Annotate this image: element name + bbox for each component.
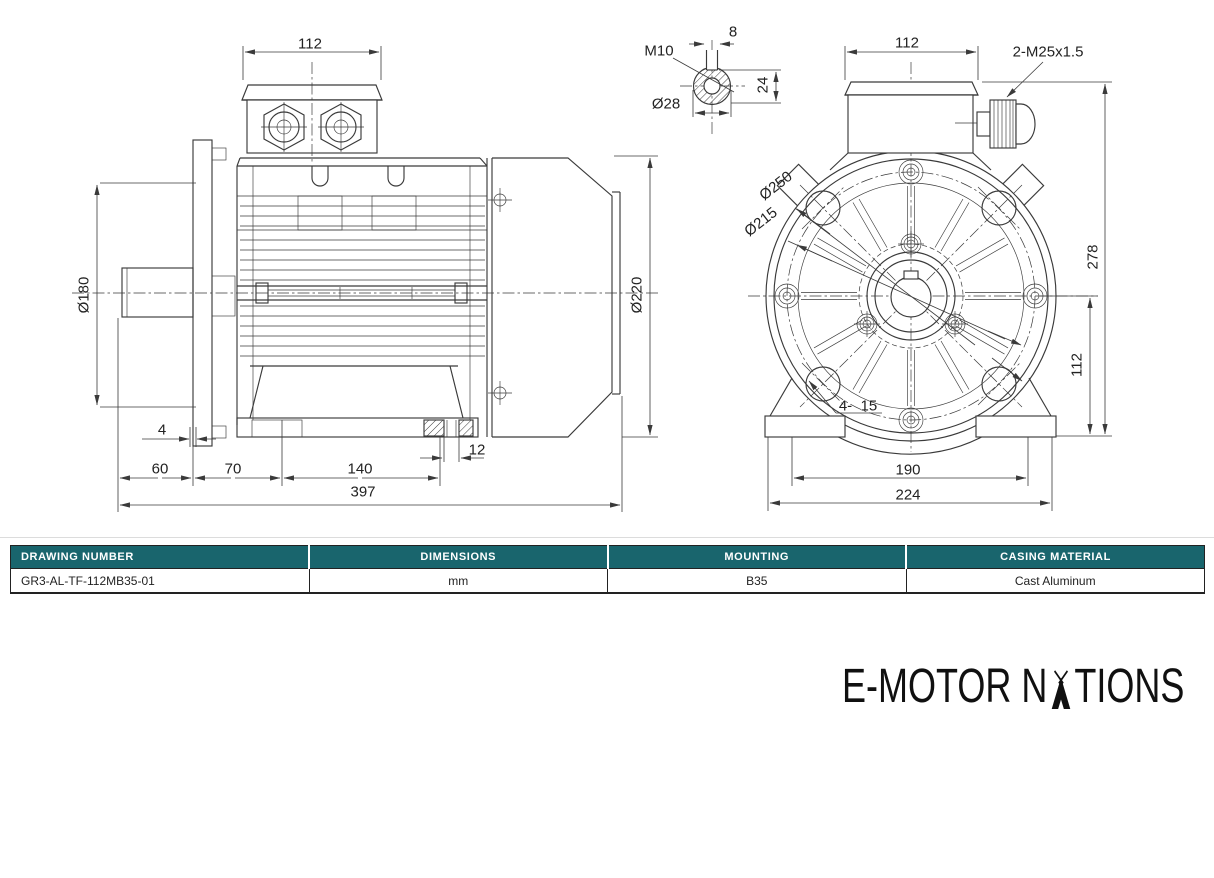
header-drawing-number: DRAWING NUMBER — [10, 545, 310, 569]
dim-flange-holes: 4- 15 — [838, 397, 878, 415]
logo-text-after: TIONS — [1074, 660, 1185, 713]
spec-table: DRAWING NUMBER DIMENSIONS MOUNTING CASIN… — [10, 545, 1205, 594]
front-view — [748, 46, 1112, 511]
tent-icon — [1051, 670, 1071, 710]
dim-flange-dia: Ø180 — [75, 276, 93, 314]
logo-text-before: E-MOTOR N — [842, 660, 1048, 713]
dim-cable-gland: 2-M25x1.5 — [1012, 43, 1084, 61]
motor-technical-drawing — [72, 40, 1112, 512]
value-dimensions: mm — [308, 568, 608, 594]
dim-box-width-side: 112 — [298, 35, 322, 53]
header-casing-material: CASING MATERIAL — [905, 545, 1205, 569]
value-casing-material: Cast Aluminum — [905, 568, 1205, 594]
dim-flange-thickness: 4 — [157, 421, 167, 439]
cable-gland-icon — [976, 99, 1036, 149]
hub-screw-icon — [854, 231, 968, 337]
dim-foot-length: 140 — [347, 460, 373, 478]
dim-key-width: 8 — [728, 23, 738, 41]
dim-fan-cover-dia: Ø220 — [628, 276, 646, 314]
dim-thread: M10 — [644, 42, 674, 60]
side-view — [72, 46, 660, 512]
divider — [0, 537, 1214, 538]
value-drawing-number: GR3-AL-TF-112MB35-01 — [10, 568, 310, 594]
shaft-end-detail — [672, 40, 781, 135]
dim-shaft-dia: Ø28 — [651, 95, 681, 113]
fan-cover-ribs — [801, 186, 1021, 406]
dim-flange-to-body: 70 — [224, 460, 242, 478]
spec-value-row: GR3-AL-TF-112MB35-01 mm B35 Cast Aluminu… — [10, 568, 1205, 594]
value-mounting: B35 — [607, 568, 907, 594]
side-view-dimensions — [94, 46, 658, 512]
cable-entry-icon — [261, 102, 364, 152]
dim-foot-hole-span: 190 — [895, 461, 921, 479]
dim-key-height: 24 — [754, 76, 772, 94]
dim-foot-hole: 12 — [468, 441, 486, 459]
cover-screw-icon — [488, 188, 512, 405]
brand-logo: E-MOTOR N TIONS — [842, 663, 1184, 711]
dim-total-length: 397 — [350, 483, 376, 501]
dim-foot-width: 224 — [895, 486, 921, 504]
flange-hole-icon — [801, 186, 1021, 406]
flange-screw-icon — [774, 159, 1048, 433]
spec-header-row: DRAWING NUMBER DIMENSIONS MOUNTING CASIN… — [10, 545, 1205, 569]
header-mounting: MOUNTING — [606, 545, 907, 569]
front-view-dimensions — [767, 46, 1112, 511]
dim-total-height: 278 — [1084, 244, 1102, 270]
header-dimensions: DIMENSIONS — [308, 545, 609, 569]
dim-shaft-length: 60 — [151, 460, 169, 478]
dim-box-width-front: 112 — [895, 34, 919, 52]
dim-shaft-height: 112 — [1068, 353, 1086, 377]
